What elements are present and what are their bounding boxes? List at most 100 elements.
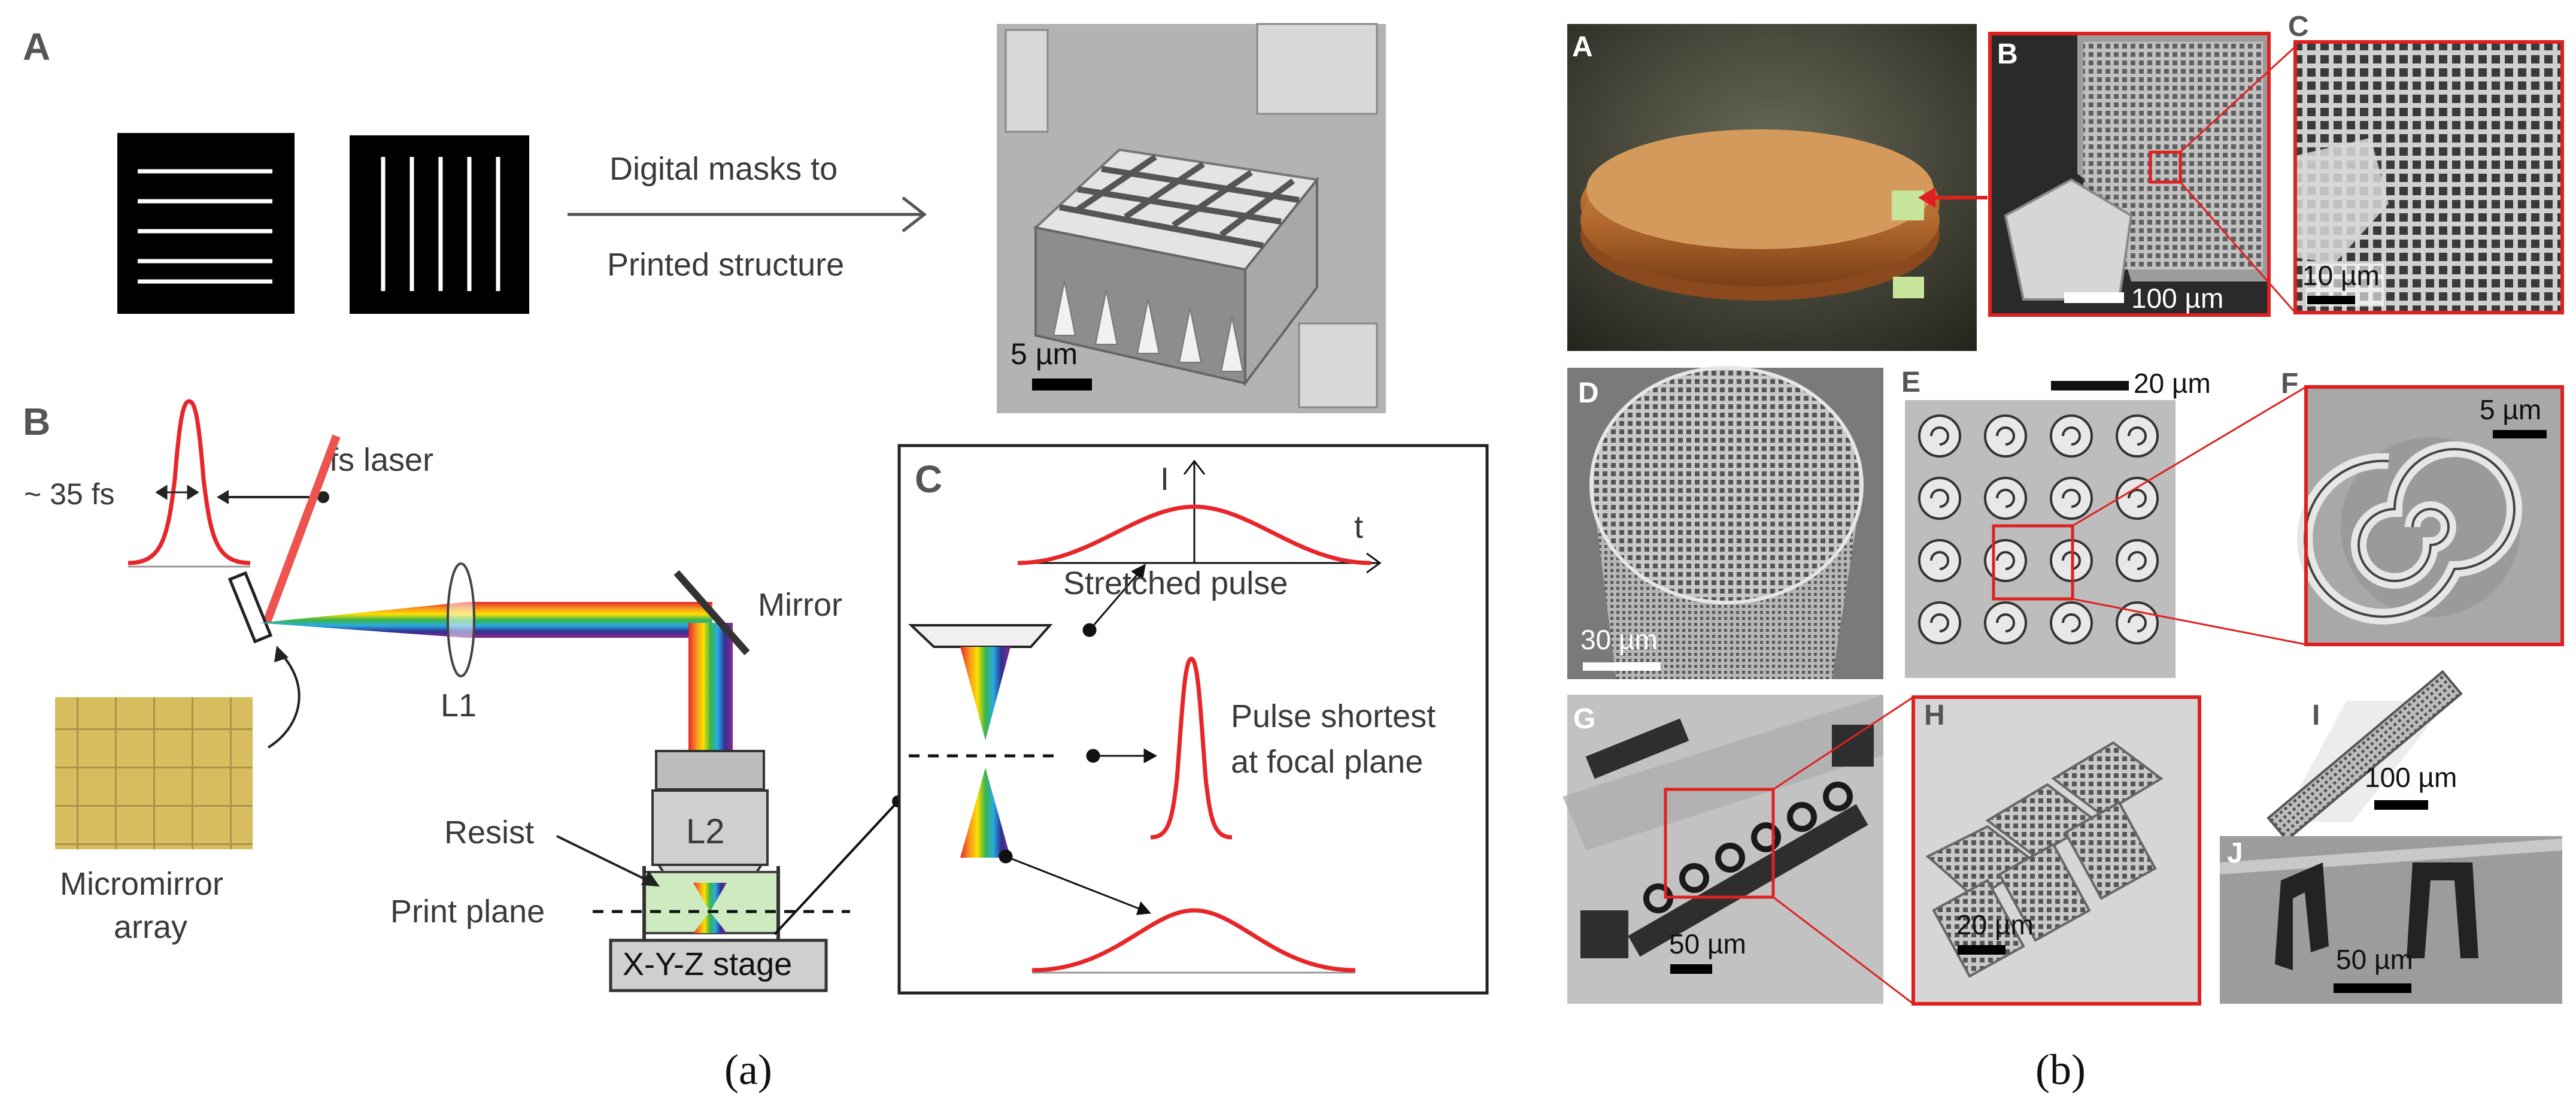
short-pulse-curve (1150, 656, 1233, 840)
scale-B-label: 100 µm (2131, 283, 2223, 314)
pulse-shortest-label-2: at focal plane (1231, 744, 1423, 780)
zoom-connector (773, 800, 899, 936)
micromirror-callout-arrow (267, 653, 301, 749)
xyz-stage (609, 939, 828, 992)
pulse-shortest-label-1: Pulse shortest (1231, 698, 1436, 734)
lens-l1-label: L1 (441, 688, 477, 723)
pulse-to-laser-arrow (217, 490, 329, 504)
photo-coin (1567, 24, 1977, 351)
sem-scale-label: 5 µm (1011, 337, 1078, 371)
fs-laser-label: fs laser (329, 442, 433, 478)
rainbow-beam-horizontal (467, 602, 712, 638)
mirror-label: Mirror (758, 587, 842, 623)
lens-l2-label: L2 (686, 812, 725, 851)
label-b-D: D (1578, 377, 1599, 409)
label-b-A-text: A (1572, 31, 1593, 63)
scale-I-label: 100 µm (2365, 762, 2457, 793)
panel-b: B A 100 µm B 10 µm (1562, 11, 2564, 1094)
scale-G-label: 50 µm (1669, 928, 1746, 959)
coin-to-B-arrow (1918, 187, 1988, 208)
sem-spiral-array (1905, 400, 2176, 678)
digital-mask-vertical (350, 135, 529, 314)
sem-printed-structure: 5 µm (997, 23, 1386, 413)
sem-chain: 50 µm (1562, 695, 1883, 1004)
zoom-G-to-H (1773, 696, 1914, 1005)
scale-C-label: 10 µm (2302, 260, 2380, 291)
label-b-B: B (1997, 38, 2018, 70)
resist-arrow (556, 835, 660, 887)
scale-H-bar (1958, 945, 2005, 955)
label-b-I: I (2312, 700, 2320, 731)
scale-D-bar (1583, 662, 1661, 671)
lens-l1 (447, 562, 475, 677)
focus-cone-lower (960, 768, 1011, 858)
sem-tube: 100 µm (2220, 670, 2562, 842)
label-b-E: E (1901, 367, 1920, 398)
scale-H-label: 20 µm (1956, 909, 2034, 940)
xyz-stage-label: X-Y-Z stage (623, 946, 792, 982)
mask-text-1: Digital masks to (609, 151, 838, 187)
zoom-E-to-F (2072, 386, 2307, 646)
scale-F-label: 5 µm (2480, 394, 2541, 425)
mask-text-2: Printed structure (607, 247, 844, 283)
scale-B-bar (2064, 292, 2124, 303)
zoom-B-to-C (2179, 46, 2296, 313)
micromirror-label-1: Micromirror (60, 866, 223, 902)
rainbow-beam-vertical (688, 623, 733, 755)
spiral-highlight-box (1992, 524, 2074, 601)
micromirror-label-2: array (114, 909, 187, 945)
sem-spiral-zoom: 5 µm (2297, 385, 2564, 646)
scale-J-label: 50 µm (2336, 944, 2413, 975)
temporal-focusing-box: C I t Stretched pulse (897, 444, 1489, 995)
label-a-A: A (23, 25, 50, 68)
label-b-F: F (2281, 368, 2298, 399)
focal-pulse-pointer (1086, 748, 1158, 764)
stretched-pulse-label: Stretched pulse (1063, 565, 1288, 601)
chain-highlight-box (1664, 788, 1775, 899)
label-b-G: G (1573, 703, 1595, 735)
scale-D-label: 30 µm (1580, 624, 1658, 655)
micromirror-array-photo (55, 697, 253, 849)
pulse-width-arrow (155, 485, 199, 500)
panel-a: A Digital masks to (23, 23, 1489, 1094)
sem-grid-zoom: 10 µm (2293, 40, 2564, 314)
lower-pulse-curve (1031, 908, 1356, 973)
stretched-pulse-curve (1017, 504, 1372, 565)
scale-E-label: 20 µm (2134, 368, 2211, 399)
scale-E-bar (2051, 381, 2129, 390)
caption-a: (a) (724, 1046, 772, 1094)
label-a-C: C (915, 458, 942, 501)
sem-block: 100 µm (1988, 32, 2271, 317)
sem-chain-zoom: 20 µm (1911, 695, 2201, 1006)
mask-arrow (568, 196, 927, 232)
resist-bath (642, 866, 780, 940)
pulse-width-label: ~ 35 fs (24, 477, 115, 511)
sem-scale-bar (1032, 379, 1092, 390)
scale-I-bar (2374, 800, 2428, 810)
fs-laser-beam (263, 434, 341, 623)
focus-cone-upper (960, 647, 1011, 740)
caption-b: (b) (2035, 1046, 2086, 1094)
objective-cross-section (908, 624, 1053, 648)
axis-t-label: t (1354, 509, 1363, 545)
resist-label: Resist (444, 815, 534, 850)
intensity-axes (1018, 459, 1382, 574)
fold-mirror (673, 570, 750, 655)
lower-pulse-pointer (999, 849, 1152, 915)
digital-mask-horizontal (117, 133, 295, 314)
label-b-H: H (1924, 700, 1945, 731)
micromirror-tilted (227, 571, 273, 644)
label-a-B: B (23, 400, 50, 443)
dispersed-beam-fan (259, 602, 467, 638)
micromirror-callout-arrowhead (274, 646, 289, 662)
pulse-profile-short (128, 399, 251, 565)
woodpile-block (1033, 148, 1319, 387)
axis-I-label: I (1160, 461, 1169, 497)
scale-G-bar (1670, 964, 1712, 974)
scale-F-bar (2493, 430, 2547, 438)
sem-arches: 50 µm (2220, 836, 2562, 1004)
print-plane-label: Print plane (390, 894, 545, 930)
label-b-J: J (2227, 837, 2243, 869)
sem-cylinder: 30 µm (1567, 366, 1883, 679)
